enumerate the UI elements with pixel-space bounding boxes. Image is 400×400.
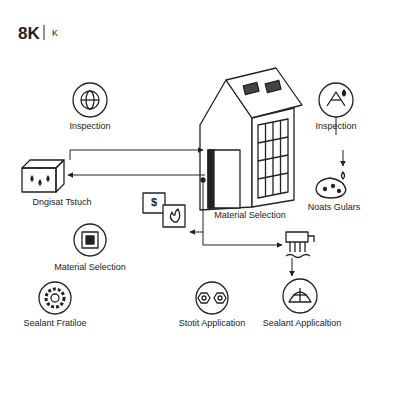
- icon-node: Inspection: [69, 121, 110, 132]
- gutter-icon: [286, 232, 314, 258]
- arrow: [190, 232, 203, 233]
- icon-label: Stotit Application: [179, 318, 246, 329]
- globe-icon: [73, 83, 107, 117]
- drops-cluster-icon: [316, 172, 346, 198]
- dome-icon: [283, 279, 317, 313]
- icon-label: Material Selection: [54, 262, 126, 273]
- separator: [44, 25, 45, 40]
- label-text: 8K: [18, 24, 40, 44]
- arrow: [343, 150, 344, 166]
- icon-label: Inspection: [315, 121, 356, 132]
- label-text: K: [52, 28, 58, 39]
- icon-label: Sealant Fratiloe: [23, 318, 86, 329]
- material-icon: [74, 224, 106, 256]
- label-text: Material Selection: [214, 210, 286, 221]
- cost-icon: [143, 193, 185, 227]
- icon-label: Sealant Applicaltion: [263, 318, 342, 329]
- text-label: Material Selection: [214, 210, 286, 221]
- icon-node: Sealant Fratiloe: [23, 318, 86, 329]
- dot: [201, 178, 205, 182]
- icon-node: Inspection: [315, 121, 356, 132]
- icon-node: Stotit Application: [179, 318, 246, 329]
- icon-node: Material Selection: [54, 262, 126, 273]
- arrow: [68, 175, 205, 176]
- label-text: $: [151, 196, 157, 209]
- arrow: [292, 258, 293, 276]
- nuts-icon: [196, 282, 228, 314]
- text-label: $: [151, 196, 157, 209]
- icon-node: Dngisat Tstuch: [33, 197, 92, 208]
- storage-box-icon: [22, 160, 64, 192]
- icon-label: Noats Gulars: [308, 202, 361, 213]
- icon-label: Dngisat Tstuch: [33, 197, 92, 208]
- arrow: [70, 150, 203, 160]
- brand-mark: 8K: [18, 24, 40, 44]
- gear-icon: [39, 282, 71, 314]
- icon-node: Noats Gulars: [308, 202, 361, 213]
- icon-node: Sealant Applicaltion: [263, 318, 342, 329]
- house: [200, 68, 302, 210]
- text-label: K: [52, 28, 58, 39]
- icon-label: Inspection: [69, 121, 110, 132]
